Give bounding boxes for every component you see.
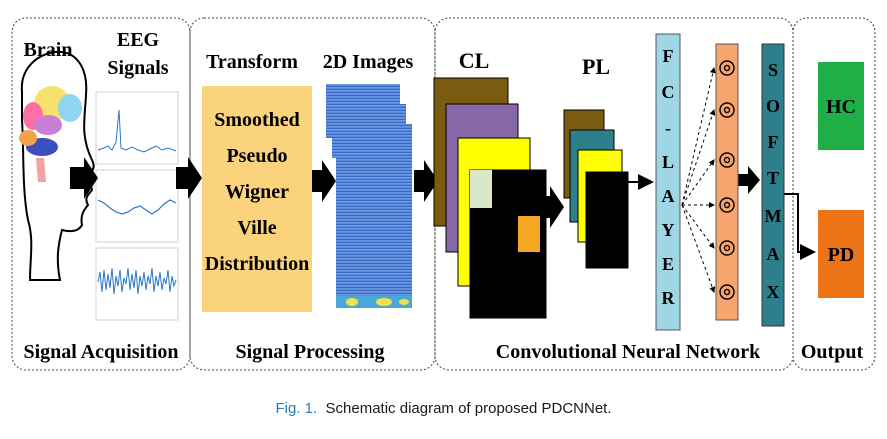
arrow-eeg-to-transform	[176, 157, 202, 199]
fc-letter-0: F	[663, 46, 674, 66]
transform-line-5: Distribution	[205, 253, 309, 275]
neuron-5	[719, 240, 735, 256]
fc-letter-7: R	[662, 288, 676, 308]
output-pd-box	[818, 210, 864, 298]
arrow-brain-to-eeg	[70, 157, 98, 199]
eeg-trace-1	[97, 109, 177, 153]
neuron-column	[715, 43, 739, 321]
stage-label-acquisition: Signal Acquisition	[23, 341, 178, 363]
eeg-trace-3	[97, 267, 177, 295]
stage-label-output: Output	[801, 341, 864, 363]
eeg-signals-illustration	[95, 91, 179, 321]
transform-box	[202, 86, 312, 312]
transform-line-4: Ville	[237, 217, 276, 239]
output-hc-box	[818, 62, 864, 150]
panel-output	[792, 17, 876, 371]
fc-layer-bar	[655, 33, 681, 331]
arrow-neurons-to-softmax	[738, 166, 760, 194]
neuron-6	[719, 284, 735, 300]
softmax-letter-6: X	[767, 282, 780, 302]
fc-letter-3: L	[662, 152, 674, 172]
output-pd-label: PD	[828, 244, 855, 266]
transform-label: Transform	[206, 51, 298, 73]
softmax-letter-5: A	[767, 244, 780, 264]
figure-caption: Fig. 1. Schematic diagram of proposed PD…	[0, 400, 887, 417]
brain-label: Brain	[24, 39, 73, 61]
pl-map-4	[585, 171, 629, 269]
spectrogram-stack	[326, 84, 412, 308]
neurons	[719, 60, 735, 300]
cl-patch	[518, 216, 540, 252]
transform-line-1: Smoothed	[214, 109, 300, 131]
images-2d-label: 2D Images	[323, 51, 414, 73]
fc-letter-2: -	[665, 118, 671, 138]
fc-letter-6: E	[662, 254, 674, 274]
figure-number: Fig. 1.	[275, 400, 318, 417]
pl-label: PL	[582, 54, 610, 79]
output-hc-label: HC	[826, 96, 856, 118]
neuron-2	[719, 102, 735, 118]
neuron-4	[719, 197, 735, 213]
fc-letter-4: A	[662, 186, 675, 206]
stage-label-processing: Signal Processing	[235, 341, 384, 363]
arrow-images-to-cnn	[414, 160, 438, 202]
fc-neuron-connections	[681, 67, 716, 293]
arrow-softmax-to-output	[784, 193, 816, 260]
figure-caption-text: Schematic diagram of proposed PDCNNet.	[325, 400, 612, 417]
softmax-letter-4: M	[765, 206, 782, 226]
brain-illustration	[19, 50, 95, 281]
softmax-letter-3: T	[767, 168, 779, 188]
softmax-letter-2: F	[768, 132, 779, 152]
softmax-bar	[761, 43, 785, 327]
neuron-3	[719, 152, 735, 168]
fc-letter-1: C	[662, 82, 675, 102]
softmax-letter-1: O	[766, 96, 780, 116]
eeg-label-line1: EEG	[117, 29, 160, 51]
stage-label-cnn: Convolutional Neural Network	[496, 341, 761, 363]
eeg-trace-2	[97, 199, 177, 215]
cl-label: CL	[459, 48, 490, 73]
transform-line-2: Pseudo	[226, 145, 287, 167]
eeg-label-line2: Signals	[107, 57, 168, 79]
cl-kernel	[470, 170, 492, 208]
fc-letter-5: Y	[662, 220, 675, 240]
transform-line-3: Wigner	[225, 181, 289, 203]
arrow-transform-to-images	[312, 160, 336, 202]
softmax-letter-0: S	[768, 60, 778, 80]
neuron-1	[719, 60, 735, 76]
